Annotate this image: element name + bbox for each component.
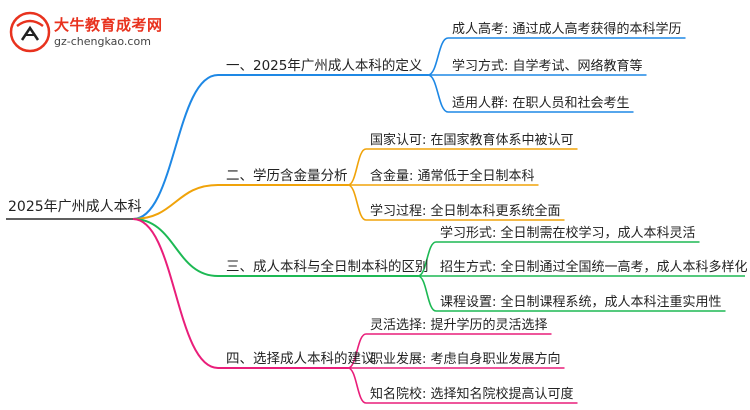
root-to-branch-connector — [132, 184, 219, 220]
root-to-branch-connector — [132, 218, 219, 369]
leaf-node: 成人高考: 通过成人高考获得的本科学历 — [452, 22, 682, 37]
leaf-node: 职业发展: 考虑自身职业发展方向 — [370, 352, 561, 367]
root-to-branch-connector — [132, 218, 219, 277]
leaf-node: 含金量: 通常低于全日制本科 — [370, 169, 535, 184]
branch-to-leaf-connector — [417, 275, 437, 312]
logo-badge-icon — [9, 11, 51, 53]
branch-to-leaf-connector — [427, 37, 449, 76]
leaf-node: 招生方式: 全日制通过全国统一高考，成人本科多样化 — [440, 260, 748, 275]
branch-to-leaf-connector — [427, 74, 449, 113]
branch-to-leaf-connector — [347, 367, 367, 404]
root-to-branch-connector — [132, 74, 219, 220]
leaf-node: 学习方式: 自学考试、网络教育等 — [452, 59, 643, 74]
branch-to-leaf-connector — [347, 333, 367, 369]
leaf-node: 适用人群: 在职人员和社会考生 — [452, 96, 630, 111]
site-logo[interactable]: 大牛教育成考网 gz-chengkao.com — [8, 10, 168, 54]
leaf-node: 灵活选择: 提升学历的灵活选择 — [370, 318, 548, 333]
branch-to-leaf-connector — [347, 184, 367, 221]
leaf-node: 知名院校: 选择知名院校提高认可度 — [370, 387, 574, 402]
logo-url: gz-chengkao.com — [54, 35, 151, 48]
logo-title: 大牛教育成考网 — [54, 16, 163, 34]
branch-node-value-analysis: 二、学历含金量分析 — [226, 168, 348, 184]
branch-node-definition: 一、2025年广州成人本科的定义 — [226, 58, 423, 74]
branch-to-leaf-connector — [347, 148, 367, 186]
leaf-node: 学习形式: 全日制需在校学习，成人本科灵活 — [440, 226, 696, 241]
leaf-node: 学习过程: 全日制本科更系统全面 — [370, 204, 561, 219]
branch-to-leaf-connector — [417, 241, 437, 277]
leaf-node: 国家认可: 在国家教育体系中被认可 — [370, 133, 574, 148]
root-node: 2025年广州成人本科 — [8, 199, 142, 215]
branch-node-suggestions: 四、选择成人本科的建议 — [226, 351, 375, 367]
leaf-node: 课程设置: 全日制课程系统，成人本科注重实用性 — [440, 295, 722, 310]
branch-node-differences: 三、成人本科与全日制本科的区别 — [226, 259, 429, 275]
